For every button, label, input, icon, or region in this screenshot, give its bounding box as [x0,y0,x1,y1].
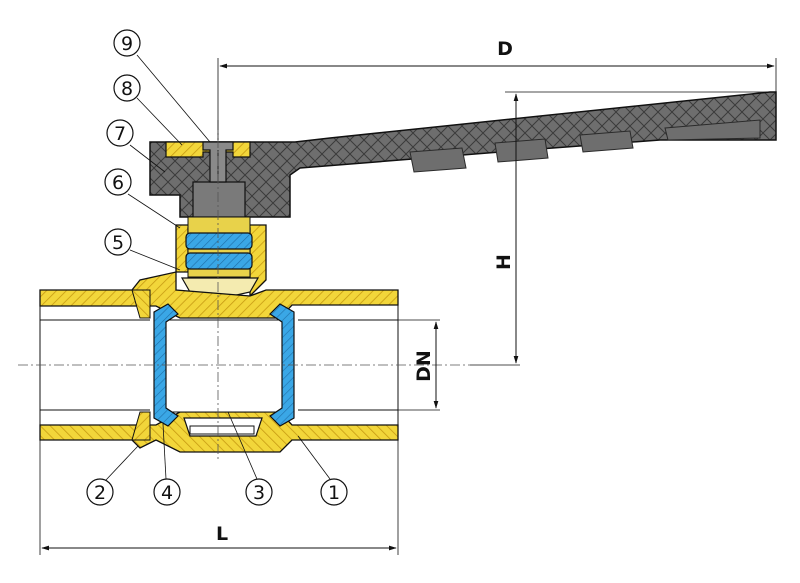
svg-text:2: 2 [94,482,106,504]
dimension-L: L [39,440,399,555]
dimension-D: D [217,38,777,140]
callout-5: 5 [104,228,181,271]
part-6-neck [175,216,267,307]
callout-2: 2 [86,445,139,506]
svg-text:7: 7 [114,123,126,145]
svg-text:8: 8 [121,78,133,100]
dimension-D-label: D [497,38,513,60]
dimension-DN: DN [398,319,440,411]
callout-1: 1 [297,435,348,506]
svg-text:6: 6 [112,172,124,194]
svg-text:5: 5 [112,232,124,254]
callout-7: 7 [106,119,166,173]
dimension-H: H [470,91,776,366]
callout-6: 6 [104,168,181,229]
svg-text:9: 9 [121,33,133,55]
svg-text:3: 3 [253,482,265,504]
handle-lever [149,91,777,218]
part-3-ball [159,319,289,437]
callout-9: 9 [113,29,211,143]
dimension-DN-label: DN [413,350,435,382]
callout-3: 3 [227,411,273,506]
svg-text:1: 1 [328,482,340,504]
centerlines [18,120,470,460]
callout-4: 4 [153,423,181,506]
svg-text:4: 4 [161,482,173,504]
dimension-H-label: H [493,254,515,270]
dimension-L-label: L [216,523,228,545]
callout-8: 8 [113,74,183,146]
